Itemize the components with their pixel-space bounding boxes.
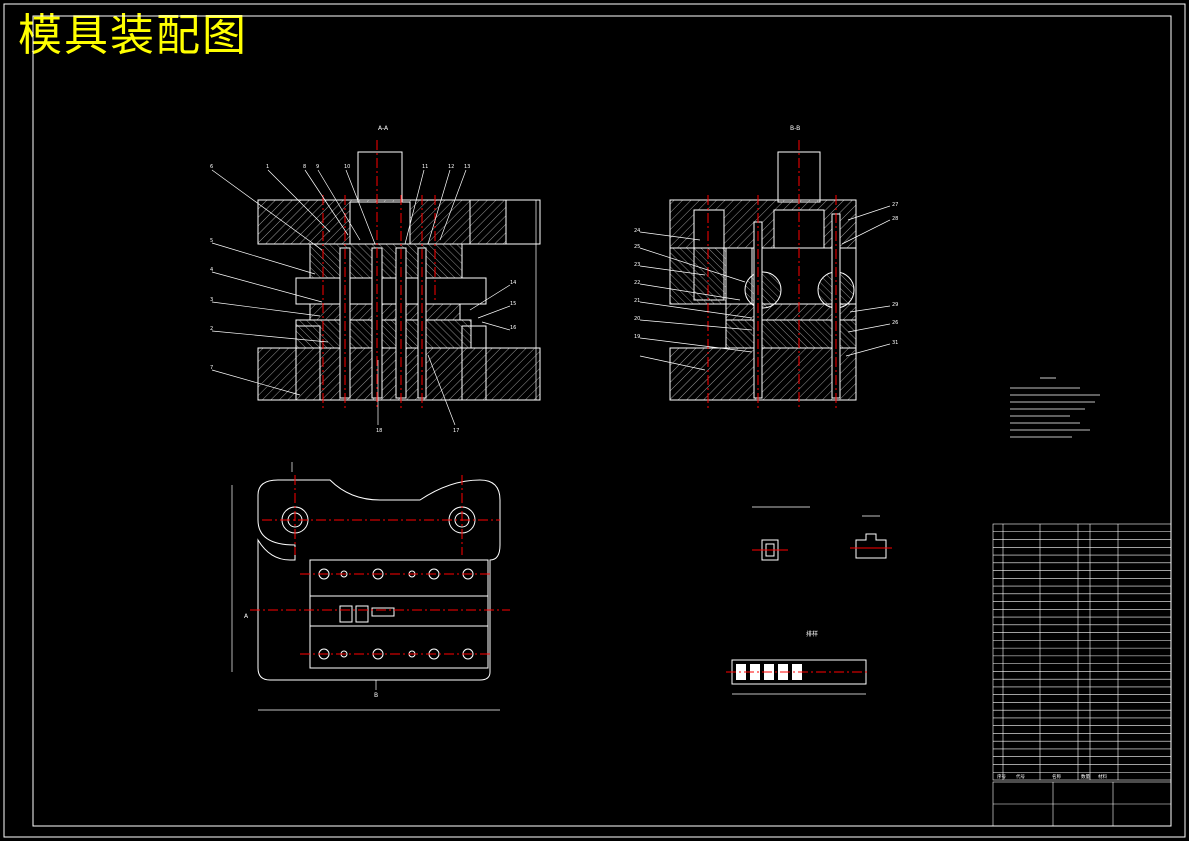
callout-20: 20 — [634, 316, 640, 322]
callout-5: 5 — [210, 238, 213, 244]
callout-16: 16 — [510, 325, 516, 331]
plan-view: A B — [231, 462, 510, 711]
callout-29: 29 — [892, 302, 898, 308]
callout-21: 21 — [634, 298, 640, 304]
callout-19: 19 — [634, 334, 640, 340]
cut-marker-a: A — [244, 613, 249, 620]
callout-14: 14 — [510, 280, 516, 286]
drawing-title: 模具装配图 — [18, 10, 248, 61]
outer-frame — [3, 3, 1186, 838]
callout-28: 28 — [892, 216, 898, 222]
callout-15: 15 — [510, 301, 516, 307]
callout-23: 23 — [634, 262, 640, 268]
callout-7: 7 — [210, 365, 213, 371]
callout-11: 11 — [422, 164, 428, 170]
callout-2: 2 — [210, 326, 213, 332]
section-b-label: B-B — [790, 125, 800, 132]
section-view-a: A-A — [210, 125, 541, 434]
callout-13: 13 — [464, 164, 470, 170]
parts-table-header-1: 代号 — [1016, 773, 1025, 780]
callout-1: 1 — [266, 164, 269, 170]
title-block — [992, 781, 1172, 827]
strip-layout-label: 排样 — [806, 630, 818, 638]
section-view-b: B-B — [634, 125, 898, 410]
callout-9: 9 — [316, 164, 319, 170]
callout-17: 17 — [453, 428, 459, 434]
callout-4: 4 — [210, 267, 213, 273]
inner-frame — [32, 15, 1172, 827]
detail-view-1 — [752, 506, 810, 561]
parts-table-header-3: 数量 — [1081, 773, 1090, 780]
callout-10: 10 — [344, 164, 350, 170]
parts-table-header-2: 名称 — [1052, 773, 1061, 780]
cut-marker-b: B — [374, 692, 378, 699]
parts-list-table: 序号 代号 名称 数量 材料 — [992, 523, 1172, 781]
callout-12: 12 — [448, 164, 454, 170]
callout-6: 6 — [210, 164, 213, 170]
parts-table-frame — [992, 523, 1172, 781]
callout-26: 26 — [892, 320, 898, 326]
callout-25: 25 — [634, 244, 640, 250]
parts-table-header-0: 序号 — [997, 773, 1006, 780]
strip-layout-detail: 排样 — [726, 630, 870, 695]
callout-27: 27 — [892, 202, 898, 208]
callout-3: 3 — [210, 297, 213, 303]
callout-8: 8 — [303, 164, 306, 170]
section-a-label: A-A — [378, 125, 389, 132]
callout-18: 18 — [376, 428, 382, 434]
callout-24: 24 — [634, 228, 640, 234]
technical-notes — [1010, 377, 1100, 438]
detail-view-2 — [850, 515, 892, 559]
callout-22: 22 — [634, 280, 640, 286]
parts-table-header-4: 材料 — [1098, 773, 1107, 780]
callout-31: 31 — [892, 340, 898, 346]
